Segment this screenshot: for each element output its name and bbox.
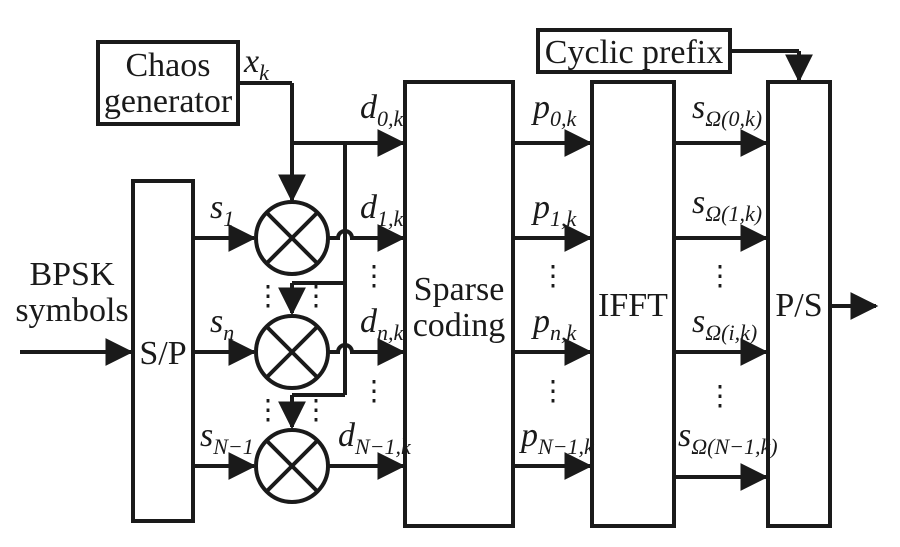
s-omegaN-1-label: sΩ(N−1,k) xyxy=(678,417,778,459)
pn-label: pn,k xyxy=(531,303,578,345)
ellipsis-mult2-right: ⋮ xyxy=(302,281,330,312)
ps-label: P/S xyxy=(775,287,822,324)
ellipsis-mult3-left: ⋮ xyxy=(254,395,282,426)
sparse-coding-block xyxy=(403,80,515,528)
s-omega0-label: sΩ(0,k) xyxy=(692,89,762,131)
dN-1-label: dN−1,k xyxy=(338,417,412,459)
ellipsis-d-lower: ⋮ xyxy=(360,376,388,407)
sparse-coding-label-line2: coding xyxy=(413,307,506,344)
sp-block xyxy=(131,179,195,523)
dn-arrow xyxy=(328,338,406,366)
cyclic-prefix-label: Cyclic prefix xyxy=(545,34,723,71)
multiplier-2 xyxy=(254,314,330,390)
chaos-output-var: xk xyxy=(243,43,270,85)
d0-label: d0,k xyxy=(360,89,405,131)
p0-label: p0,k xyxy=(531,89,578,131)
s-omega1-label: sΩ(1,k) xyxy=(692,184,762,226)
ellipsis-p-lower: ⋮ xyxy=(539,376,567,407)
ellipsis-s-omega-lower: ⋮ xyxy=(706,381,734,412)
bpsk-input-label-line2: symbols xyxy=(15,292,128,329)
p1-label: p1,k xyxy=(531,189,578,231)
s1-label: s1 xyxy=(210,189,234,231)
ifft-label: IFFT xyxy=(598,287,668,324)
multiplier-3 xyxy=(254,428,330,504)
cyclic-prefix-block xyxy=(536,28,732,74)
multiplier-1 xyxy=(254,200,330,276)
pN-1-label: pN−1,k xyxy=(519,417,595,459)
d1-arrow xyxy=(328,224,406,252)
dn-label: dn,k xyxy=(360,303,405,345)
chaos-generator-label-line2: generator xyxy=(104,83,233,120)
ellipsis-p-upper: ⋮ xyxy=(539,261,567,292)
ps-block xyxy=(766,80,832,528)
d1-label: d1,k xyxy=(360,189,405,231)
bpsk-input-label-line1: BPSK xyxy=(29,256,114,293)
ellipsis-mult3-right: ⋮ xyxy=(302,395,330,426)
s-omegai-label: sΩ(i,k) xyxy=(692,303,757,345)
ifft-block xyxy=(590,80,676,528)
sparse-coding-label-line1: Sparse xyxy=(414,271,505,308)
sp-label: S/P xyxy=(139,335,186,372)
ellipsis-s-omega-upper: ⋮ xyxy=(706,261,734,292)
chaos-generator-label-line1: Chaos xyxy=(126,47,211,84)
ellipsis-mult2-left: ⋮ xyxy=(254,281,282,312)
ellipsis-d-upper: ⋮ xyxy=(360,261,388,292)
sN-1-label: sN−1 xyxy=(200,417,254,459)
sn-label: sn xyxy=(210,303,234,345)
chaos-generator-block xyxy=(96,40,240,126)
